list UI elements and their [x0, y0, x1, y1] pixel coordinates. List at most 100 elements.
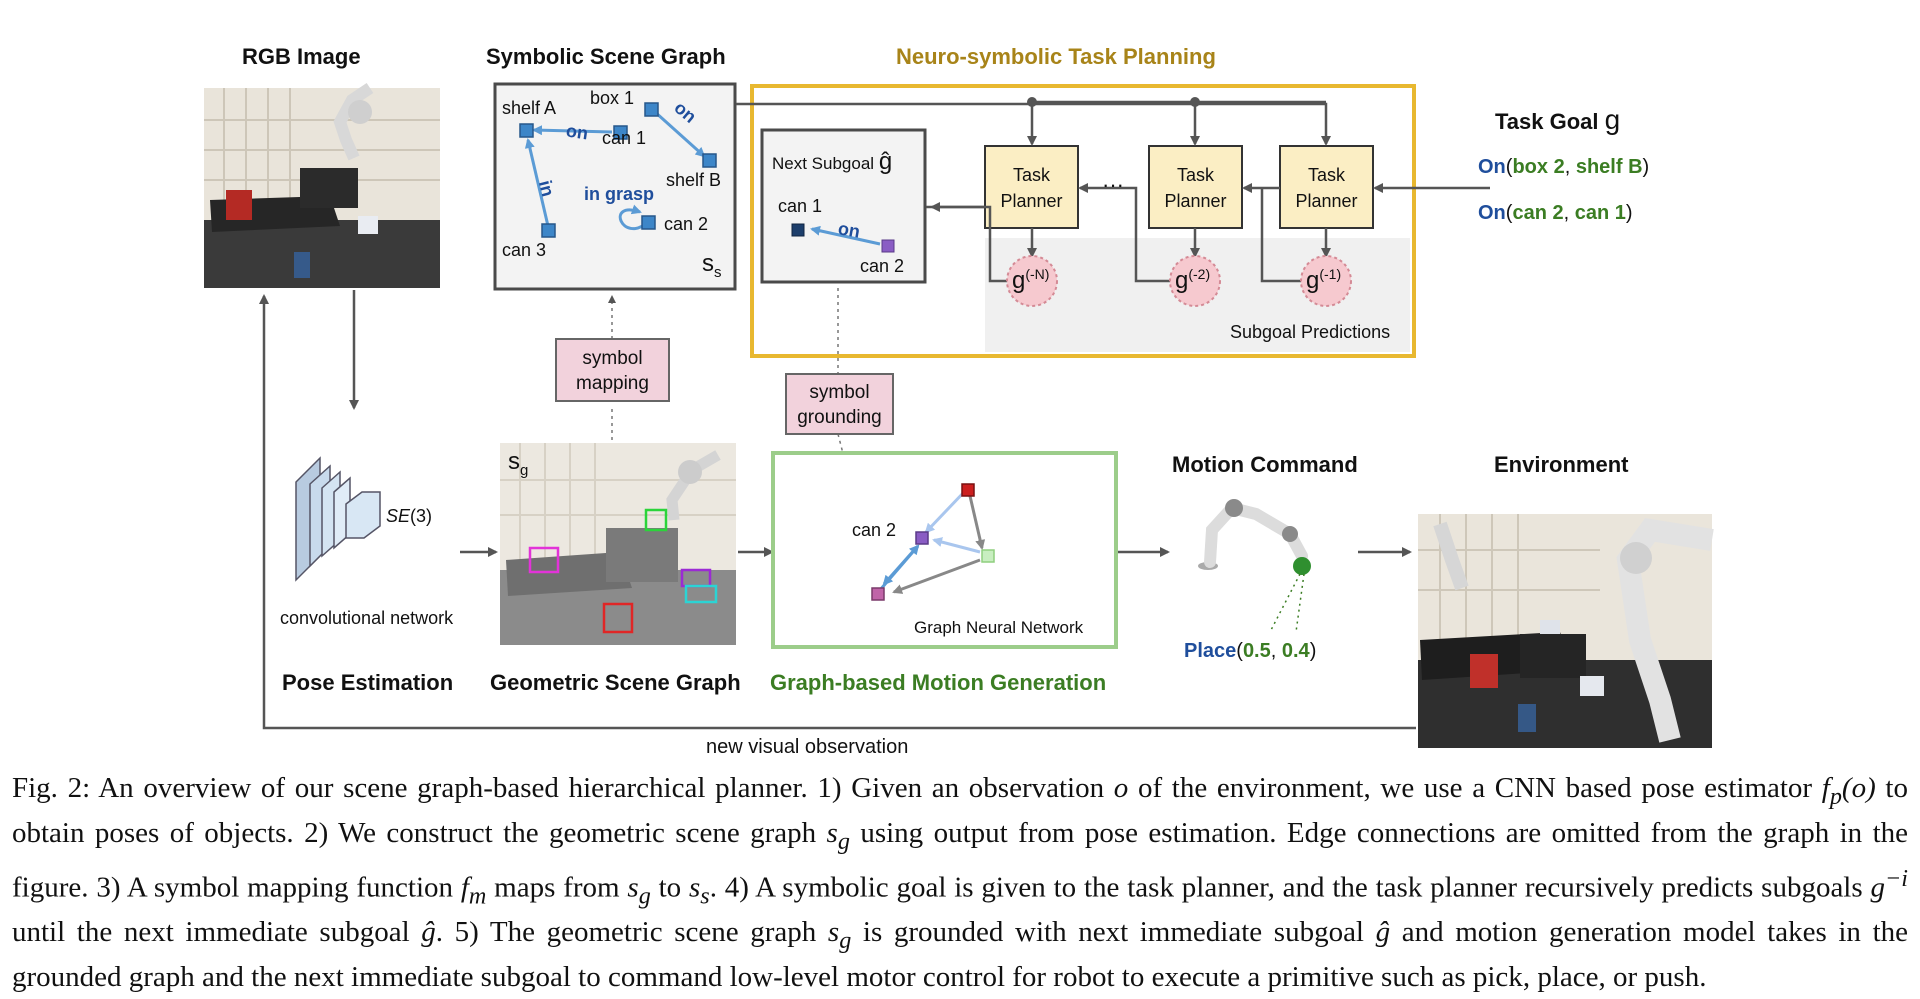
next-subgoal-node-label-can2: can 2: [860, 256, 905, 276]
edge-label-in-grasp: in grasp: [584, 184, 655, 204]
caption-text: . 5) The geometric scene graph: [435, 916, 828, 949]
mapping-line2: mapping: [576, 373, 649, 394]
place-paren: ): [1309, 640, 1317, 662]
se3-text: SE: [386, 506, 411, 526]
subgoal-g-1: g(-1): [1306, 266, 1341, 295]
task-goal-text: Task Goal: [1495, 109, 1599, 134]
caption-text: until the next immediate subgoal: [12, 916, 422, 949]
junction-dot: [1190, 97, 1200, 107]
edge-label-on-1: on: [564, 120, 590, 144]
place-arg: 0.5: [1242, 640, 1271, 662]
environment-image: [1418, 514, 1714, 748]
planner-ellipsis: ···: [1102, 172, 1124, 197]
node-label-can-3: can 3: [502, 240, 547, 260]
caption-text: . 4) A symbolic goal is given to the tas…: [709, 871, 1871, 904]
geometric-graph-symbol: sg: [508, 448, 528, 479]
figure-caption: Fig. 2: An overview of our scene graph-b…: [12, 770, 1908, 996]
caption-math: g: [837, 827, 850, 855]
caption-math: s: [700, 882, 710, 910]
caption-math: s: [827, 916, 840, 949]
gnn-nodes: [871, 483, 995, 601]
node-label-shelf-a: shelf A: [502, 98, 557, 118]
symbolic-graph-nodes: [519, 102, 717, 238]
symbol-grounding-box: [785, 373, 894, 435]
symbol-mapping-label: symbol mapping: [556, 346, 669, 396]
rgb-image: [204, 83, 440, 288]
caption-math: g: [839, 926, 852, 954]
caption-math: s: [826, 816, 838, 849]
node-label-can-1: can 1: [602, 128, 647, 148]
ss-base: s: [702, 250, 714, 277]
task-goal-symbol: g: [1604, 104, 1621, 135]
next-subgoal-edge-label: on: [836, 218, 862, 242]
subgoal-sup: (-N): [1025, 266, 1050, 282]
planner-line2: Planner: [1164, 191, 1227, 211]
ss-sub: s: [714, 263, 722, 281]
subgoal-circles: [1006, 255, 1352, 307]
gnn-edges: [878, 488, 986, 594]
caption-math: m: [468, 882, 487, 910]
title-graph-motion-generation: Graph-based Motion Generation: [770, 670, 1107, 695]
next-subgoal-box: [760, 128, 927, 284]
se3-label: SE(3): [386, 506, 432, 527]
title-pose-estimation: Pose Estimation: [282, 670, 454, 695]
sg-sub: g: [520, 461, 529, 479]
task-goal-1: On(box 2, shelf B): [1478, 156, 1649, 179]
grounding-line1: symbol: [809, 382, 870, 403]
title-motion-command: Motion Command: [1172, 452, 1358, 477]
caption-text: to: [650, 871, 689, 904]
caption-math: p: [1829, 782, 1842, 810]
place-pred: Place: [1184, 640, 1237, 662]
gnn-node-label-can2: can 2: [852, 520, 897, 540]
task-planner-1: [1279, 145, 1374, 229]
title-symbolic-scene-graph: Symbolic Scene Graph: [486, 44, 726, 69]
goal-arg: shelf B: [1575, 156, 1643, 178]
cnn-icon: [295, 456, 381, 582]
goal-pred: On: [1478, 202, 1506, 224]
planner-arrows: [736, 100, 1490, 283]
caption-code: push: [1644, 960, 1700, 993]
subgoal-g: g: [1306, 267, 1320, 294]
goal-paren: ): [1625, 202, 1633, 224]
caption-text: .: [1699, 960, 1707, 993]
goal-paren: (: [1505, 202, 1513, 224]
caption-text: using output from pose estimation. Edge …: [12, 816, 1908, 904]
gnn-label: Graph Neural Network: [914, 618, 1084, 637]
title-environment: Environment: [1494, 452, 1629, 477]
caption-text: ,: [1522, 960, 1538, 993]
subgoal-sup: (-2): [1188, 266, 1211, 282]
caption-math: f: [460, 871, 469, 904]
goal-sep: ,: [1563, 202, 1575, 224]
geometric-scene-image: [500, 443, 736, 645]
caption-text: is grounded with next immediate subgoal: [851, 916, 1376, 949]
planner-line1: Task: [1012, 165, 1050, 185]
feedback-label: new visual observation: [706, 736, 909, 758]
planner-line1: Task: [1307, 165, 1345, 185]
caption-math: (o): [1841, 772, 1876, 804]
goal-paren: (: [1505, 156, 1513, 178]
caption-math: f: [1821, 772, 1830, 804]
caption-text: to obtain poses of objects. 2) We constr…: [12, 772, 1908, 849]
subgoal-sup: (-1): [1319, 266, 1342, 282]
node-label-can-2: can 2: [664, 214, 709, 234]
title-rgb-image: RGB Image: [242, 44, 361, 69]
goal-arg: box 2: [1512, 156, 1565, 178]
caption-text: maps from: [486, 871, 628, 904]
subgoal-predictions-label: Subgoal Predictions: [1230, 322, 1391, 342]
caption-math: ĝ: [421, 916, 436, 949]
subgoal-g: g: [1175, 267, 1189, 294]
caption-text: and motion generation model takes in the…: [12, 916, 1908, 993]
symbolic-graph-symbol: ss: [702, 250, 722, 281]
next-subgoal-node-label-can1: can 1: [778, 196, 823, 216]
task-planner-2: [1148, 145, 1243, 229]
planner-line1: Task: [1176, 165, 1214, 185]
subgoal-g-2: g(-2): [1175, 266, 1210, 295]
caption-text: Fig. 2: An overview of our scene graph-b…: [12, 772, 1114, 804]
goal-arg: can 2: [1512, 202, 1564, 224]
se3-arg: (3): [410, 506, 433, 526]
mapping-line1: symbol: [582, 348, 643, 369]
goal-pred: On: [1478, 156, 1506, 178]
